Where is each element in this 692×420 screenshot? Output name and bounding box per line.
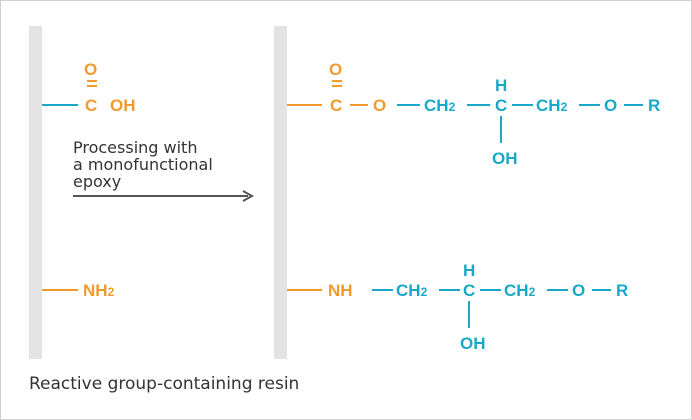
amine-ether-oxygen: O <box>572 281 585 300</box>
carboxyl-carbon: C <box>85 96 97 115</box>
amine-ch2-a: CH2 <box>396 281 428 300</box>
ester-r-group: R <box>648 96 660 115</box>
right-amine-product: NH CH2 H C OH CH2 O R <box>287 261 628 353</box>
amine-r-group: R <box>616 281 628 300</box>
process-annotation: Processing with a monofunctional epoxy <box>73 138 255 202</box>
left-amine-group: NH2 <box>42 281 115 300</box>
ester-ch2-b: CH2 <box>536 96 568 115</box>
process-text-line1: Processing with <box>73 138 197 157</box>
ester-ether-oxygen: O <box>604 96 617 115</box>
ester-oxygen: O <box>373 96 386 115</box>
ester-ch2-a: CH2 <box>424 96 456 115</box>
amine-central-carbon: C <box>463 281 475 300</box>
amine-hydroxyl: OH <box>460 334 486 353</box>
ester-central-carbon: C <box>495 96 507 115</box>
amine-nh: NH <box>328 281 353 300</box>
ester-hydroxyl: OH <box>492 149 518 168</box>
resin-caption: Reactive group-containing resin <box>29 374 299 394</box>
ester-hydrogen: H <box>495 76 507 95</box>
process-text-line3: epoxy <box>73 172 121 191</box>
amine: NH2 <box>83 281 115 300</box>
arrow-head-icon <box>242 190 255 202</box>
carbonyl-oxygen: O <box>84 60 97 79</box>
right-ester-product: O C O CH2 H C OH CH2 O R <box>287 60 660 168</box>
hydroxyl: OH <box>110 96 136 115</box>
resin-bar-right <box>274 26 287 359</box>
ester-carbonyl-oxygen: O <box>329 60 342 79</box>
amine-hydrogen: H <box>463 261 475 280</box>
process-text-line2: a monofunctional <box>73 155 213 174</box>
amine-ch2-b: CH2 <box>504 281 536 300</box>
left-carboxyl-group: O C OH <box>42 60 136 115</box>
resin-bar-left <box>29 26 42 359</box>
ester-carbon: C <box>330 96 342 115</box>
